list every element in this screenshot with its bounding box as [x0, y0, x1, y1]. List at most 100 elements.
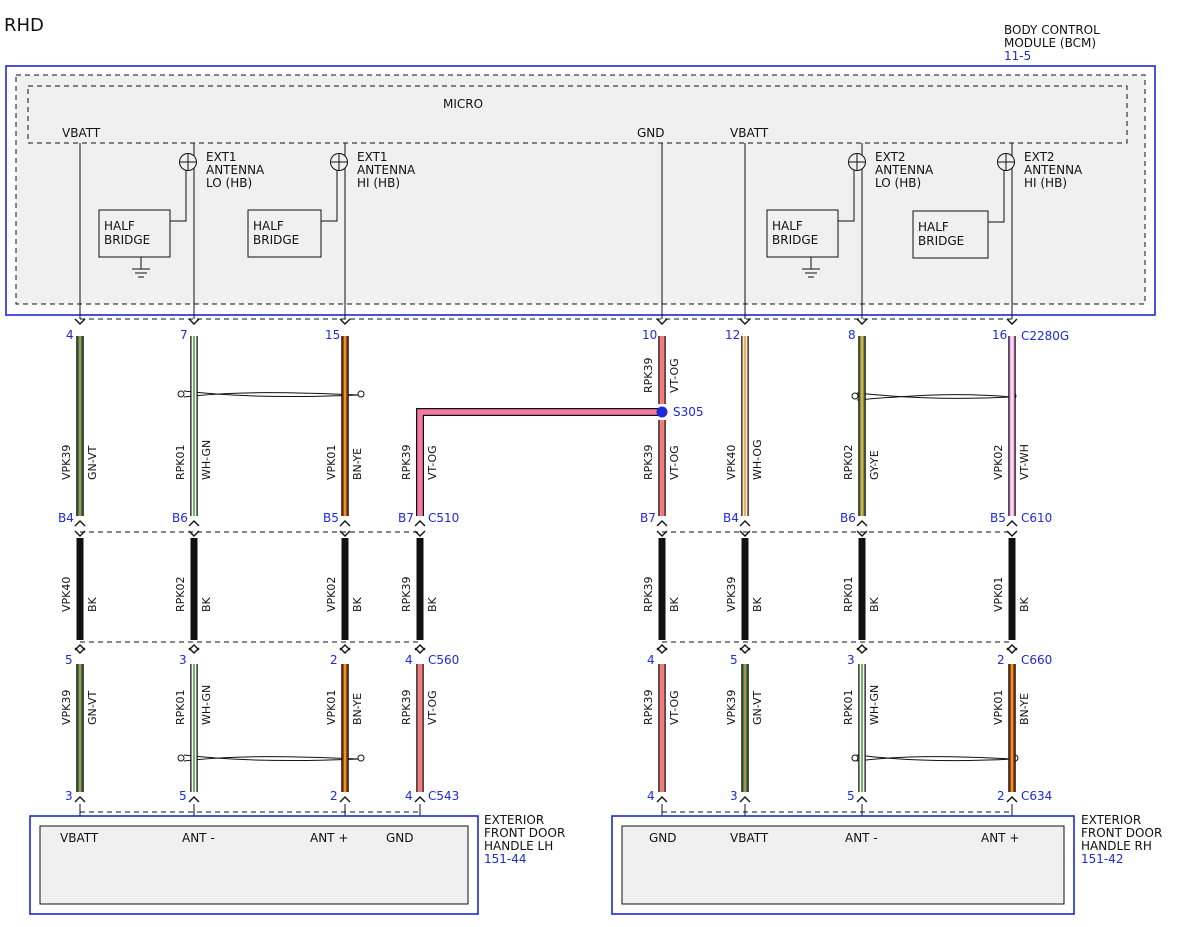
splice-dot — [656, 406, 668, 418]
connector-chevron-icon — [74, 644, 86, 651]
rh-pin-ant-minus: ANT - — [845, 831, 878, 845]
svg-text:BRIDGE: BRIDGE — [918, 234, 964, 248]
label-w6-s1-circuit: VPK40 — [725, 445, 738, 480]
label-w7-s1-circuit: RPK02 — [842, 445, 855, 481]
connector-c660[interactable]: C660 — [1021, 653, 1052, 667]
pin-c560-w3: 2 — [330, 653, 338, 667]
pin-c560-w5: 4 — [647, 653, 655, 667]
pin-b-w1: B4 — [58, 511, 74, 525]
micro-label: MICRO — [443, 97, 483, 111]
pin-bottom-w6: 3 — [730, 789, 738, 803]
label-w7-s1-color: GY-YE — [868, 450, 881, 480]
pin-b-w8: B5 — [990, 511, 1006, 525]
connector-chevron-icon — [339, 520, 351, 527]
label-w5-s3-circuit: RPK39 — [642, 690, 655, 726]
label-w3-s1-circuit: VPK01 — [325, 445, 338, 480]
connector-chevron-icon — [856, 647, 868, 654]
connector-chevron-icon — [656, 520, 668, 527]
lh-pin-gnd: GND — [386, 831, 414, 845]
pin-bottom-w4: 4 — [405, 789, 413, 803]
pin-b-w3: B5 — [323, 511, 339, 525]
connector-c610[interactable]: C610 — [1021, 511, 1052, 525]
lh-pin-ant-minus: ANT - — [182, 831, 215, 845]
lh-title-3: HANDLE LH — [484, 839, 553, 853]
connector-lines — [80, 318, 1012, 813]
connector-c2280g[interactable]: C2280G — [1021, 329, 1069, 343]
connector-chevron-icon — [739, 318, 751, 325]
bcm-ref[interactable]: 11-5 — [1004, 49, 1031, 63]
lh-ref[interactable]: 151-44 — [484, 852, 527, 866]
label-w6-s1-color: WH-OG — [751, 439, 764, 480]
antenna-icon-ext2-lo — [848, 153, 866, 171]
svg-text:HALF: HALF — [253, 219, 284, 233]
lh-pin-ant-plus: ANT + — [310, 831, 348, 845]
svg-text:HI (HB): HI (HB) — [1024, 176, 1067, 190]
label-w8-mid-circuit: VPK01 — [992, 577, 1005, 612]
bcm-pin-gnd: GND — [637, 126, 665, 140]
label-w2-s3-color: WH-GN — [200, 685, 213, 725]
svg-text:LO (HB): LO (HB) — [206, 176, 252, 190]
connector-chevron-icon — [656, 647, 668, 654]
connector-chevron-icon — [1006, 530, 1018, 537]
connector-c543[interactable]: C543 — [428, 789, 459, 803]
label-w2-mid-circuit: RPK02 — [174, 577, 187, 613]
label-w4-s1-color: VT-OG — [426, 445, 439, 480]
pin-top-w1: 4 — [66, 328, 74, 342]
rh-pin-gnd: GND — [649, 831, 677, 845]
label-w8-s1-color: VT-WH — [1018, 444, 1031, 480]
label-w8-s3-circuit: VPK01 — [992, 690, 1005, 725]
ground-icon — [132, 268, 150, 278]
connector-chevron-icon — [739, 520, 751, 527]
connector-c560[interactable]: C560 — [428, 653, 459, 667]
connector-c510[interactable]: C510 — [428, 511, 459, 525]
door-handle-lh: VBATT ANT - ANT + GND EXTERIOR FRONT DOO… — [29, 813, 565, 915]
antenna-label-ext2-hi: EXT2 ANTENNA HI (HB) — [1024, 150, 1083, 190]
antenna-icon-ext1-lo — [179, 153, 197, 171]
pin-b-w7: B6 — [840, 511, 856, 525]
label-w7-s3-circuit: RPK01 — [842, 690, 855, 726]
connector-chevron-icon — [188, 318, 200, 325]
label-w4-s3-circuit: RPK39 — [400, 690, 413, 726]
antenna-icon-ext2-hi — [997, 153, 1015, 171]
svg-text:HALF: HALF — [104, 219, 135, 233]
splice-label[interactable]: S305 — [673, 405, 704, 419]
label-w2-s3-circuit: RPK01 — [174, 690, 187, 726]
connector-chevron-icon — [1006, 520, 1018, 527]
connector-chevron-icon — [656, 796, 668, 803]
connector-chevron-icon — [414, 520, 426, 527]
lh-title-1: EXTERIOR — [484, 813, 544, 827]
pin-top-w8: 16 — [992, 328, 1007, 342]
twist-pair-ext1-bottom — [177, 754, 365, 762]
connector-chevron-icon — [1006, 796, 1018, 803]
label-w4-s3-color: VT-OG — [426, 690, 439, 725]
pin-bottom-w8: 2 — [997, 789, 1005, 803]
label-w8-s3-color: BN-YE — [1018, 693, 1031, 725]
half-bridge-1: HALF BRIDGE — [98, 165, 187, 278]
label-w5-s3-color: VT-OG — [668, 690, 681, 725]
pin-c560-w7: 3 — [847, 653, 855, 667]
label-w5-s1-circuit: RPK39 — [642, 445, 655, 481]
twist-pair-ext2-top — [851, 392, 1017, 401]
label-w1-s3-color: GN-VT — [86, 690, 99, 725]
label-w4-mid-color: BK — [426, 596, 439, 612]
connector-chevron-icon — [739, 796, 751, 803]
rh-ref[interactable]: 151-42 — [1081, 852, 1124, 866]
connector-chevron-icon — [339, 530, 351, 537]
connector-chevron-icon — [74, 530, 86, 537]
label-w7-mid-circuit: RPK01 — [842, 577, 855, 613]
svg-text:HALF: HALF — [918, 220, 949, 234]
rh-title-2: FRONT DOOR — [1081, 826, 1162, 840]
label-w4-mid-circuit: RPK39 — [400, 577, 413, 613]
connector-c634[interactable]: C634 — [1021, 789, 1052, 803]
lh-pin-vbatt: VBATT — [60, 831, 99, 845]
label-w2-s1-color: WH-GN — [200, 440, 213, 480]
antenna-symbols — [179, 153, 1015, 171]
